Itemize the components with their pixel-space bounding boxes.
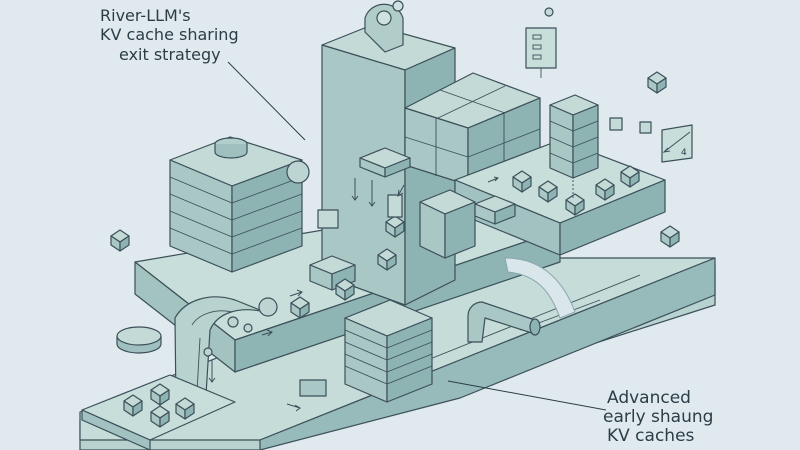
- mid-block: [419, 189, 476, 259]
- small-panels: 4: [609, 117, 693, 163]
- server-stack-left: [169, 136, 310, 273]
- annotation-bottom-right: Advanced early shaung KV caches: [603, 388, 713, 446]
- annotation-top-left: River-LLM's KV cache sharing exit strate…: [100, 6, 239, 64]
- front-tile-row: [81, 374, 236, 450]
- annotation-top-line1: River-LLM's: [100, 6, 191, 25]
- curved-arrow: [504, 257, 576, 319]
- server-stack-front: [344, 299, 433, 403]
- spheres: [203, 297, 278, 357]
- annotation-bottom-line3: KV caches: [607, 426, 695, 446]
- pipe: [467, 301, 541, 343]
- flow-arrows: [208, 176, 499, 412]
- annotation-top-line3: exit strategy: [119, 45, 221, 64]
- connector-boxes: [290, 147, 516, 397]
- annotation-bottom-line1: Advanced: [607, 388, 691, 408]
- leader-lines: [227, 61, 607, 411]
- disc-object: [116, 326, 162, 354]
- sign-board: [525, 7, 557, 78]
- annotation-bottom-line2: early shaung: [603, 407, 713, 427]
- annotation-top-line2: KV cache sharing: [100, 25, 239, 44]
- server-stack-right: [549, 94, 599, 200]
- small-mark: 4: [681, 148, 687, 158]
